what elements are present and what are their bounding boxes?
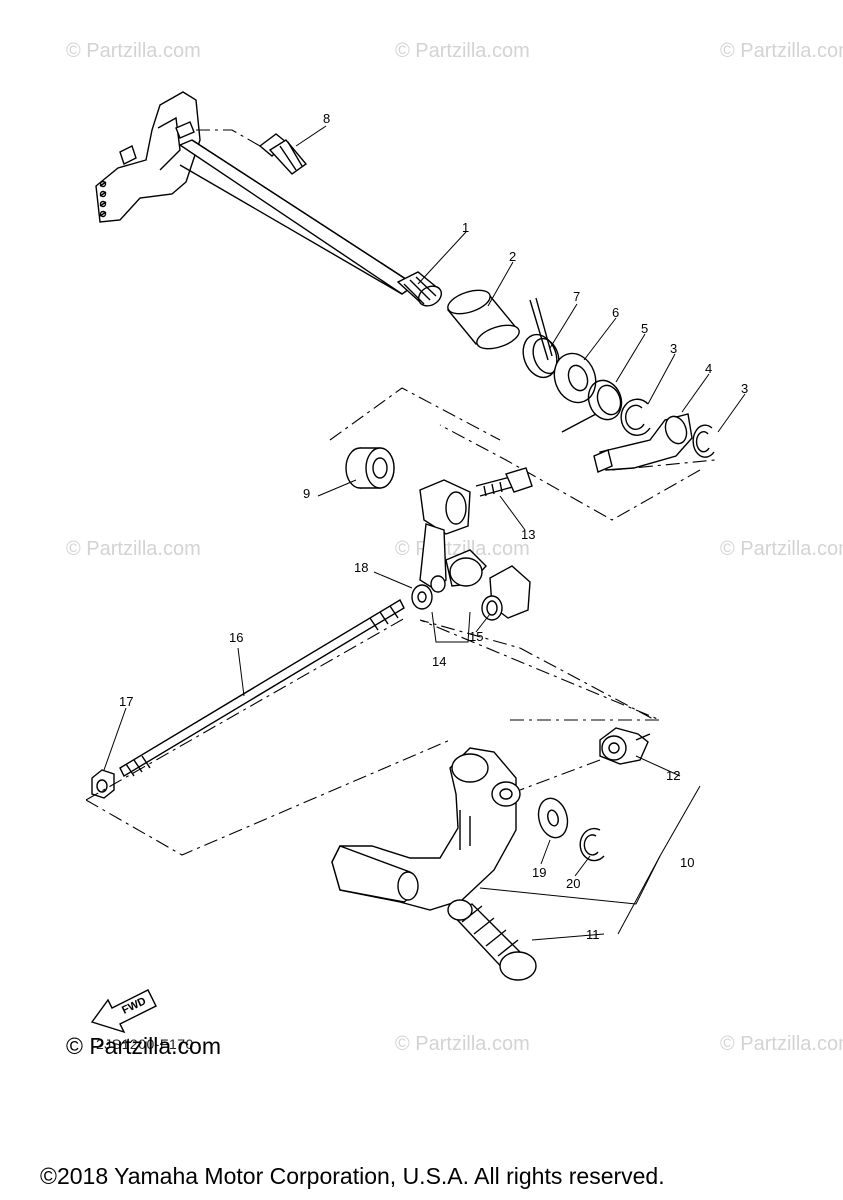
watermark: © Partzilla.com — [720, 538, 843, 560]
part-11-rubber — [447, 899, 537, 981]
callout-16: 16 — [229, 630, 244, 645]
part-19-washer — [537, 797, 569, 839]
part-4-arm — [593, 413, 693, 473]
shift-shaft — [95, 91, 443, 307]
part-13-bolt — [475, 467, 533, 497]
fwd-arrow-icon: FWD — [90, 989, 157, 1034]
part-7-spring — [522, 297, 560, 379]
callout-11: 11 — [586, 927, 600, 942]
part-20-circlip — [579, 827, 605, 862]
part-18-nut — [411, 575, 446, 610]
part-9-bearing — [345, 447, 395, 489]
watermark: © Partzilla.com — [720, 40, 843, 62]
part-2-collar — [446, 289, 520, 350]
callout-13: 13 — [521, 527, 536, 542]
callout-12: 12 — [666, 768, 681, 783]
callout-9: 9 — [303, 486, 311, 501]
part-5-spring — [561, 379, 623, 433]
watermark: © Partzilla.com — [66, 40, 201, 62]
callout-17: 17 — [119, 694, 134, 709]
part-3-circlip — [620, 398, 651, 436]
watermark: © Partzilla.com — [395, 1033, 530, 1055]
part-6-washer — [553, 352, 597, 404]
callout-15: 15 — [469, 629, 484, 644]
callout-6: 6 — [612, 305, 620, 320]
diagram-code: 2JS1200-F170 — [96, 1036, 194, 1052]
callout-3: 3 — [670, 341, 678, 356]
callout-10: 10 — [680, 855, 695, 870]
part-15-boot — [481, 565, 531, 621]
callout-4: 4 — [705, 361, 713, 376]
watermark: © Partzilla.com — [395, 40, 530, 62]
part-17-nut — [91, 769, 115, 799]
watermark: © Partzilla.com — [720, 1033, 843, 1055]
part-10-pedal — [331, 747, 521, 911]
part-14-joint — [419, 479, 487, 591]
callout-14: 14 — [432, 654, 447, 669]
callout-1: 1 — [462, 220, 470, 235]
part-16-rod — [119, 599, 405, 777]
part-12-joint — [599, 727, 651, 765]
callout-2: 2 — [509, 249, 517, 264]
watermark: © Partzilla.com — [66, 538, 201, 560]
callout-18: 18 — [354, 560, 369, 575]
callout-20: 20 — [566, 876, 581, 891]
callout-5: 5 — [641, 321, 649, 336]
part-3-circlip — [692, 424, 715, 458]
callout-19: 19 — [532, 865, 547, 880]
part-8-bolt — [196, 129, 308, 175]
callout-7: 7 — [573, 289, 581, 304]
copyright-notice: ©2018 Yamaha Motor Corporation, U.S.A. A… — [40, 1163, 665, 1189]
brand-mark: © Partzilla.com — [66, 1033, 221, 1059]
callout-3: 3 — [741, 381, 749, 396]
callout-8: 8 — [323, 111, 331, 126]
